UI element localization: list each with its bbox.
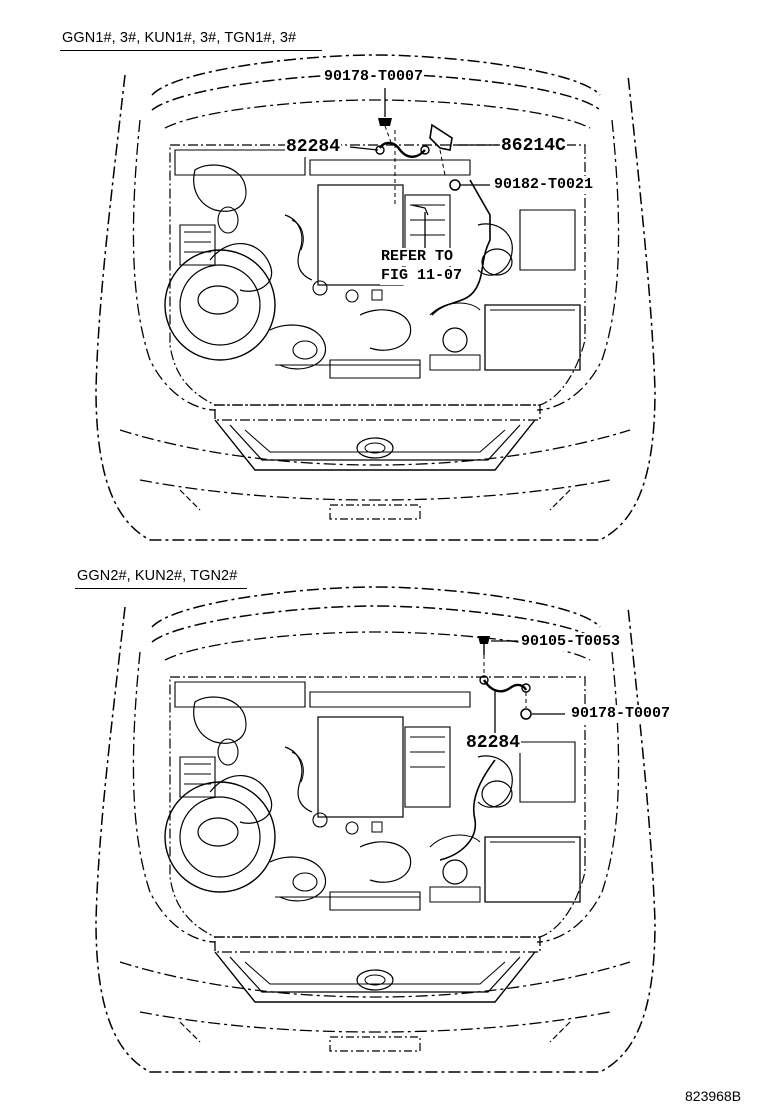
part-label-bottom-strap: 82284 bbox=[465, 733, 522, 753]
bottom-model-header: GGN2#, KUN2#, TGN2# bbox=[77, 568, 238, 584]
refer-note-line2: FIG 11-07 bbox=[380, 267, 464, 285]
illustration-code: 823968B bbox=[685, 1088, 742, 1104]
bottom-vehicle-illustration bbox=[95, 586, 656, 1073]
bottom-parts-callouts bbox=[439, 636, 565, 861]
top-parts-callouts bbox=[349, 88, 498, 316]
part-label-top-bolt: 90178-T0007 bbox=[323, 68, 425, 86]
refer-note-line1: REFER TO bbox=[380, 248, 455, 266]
top-header-rule bbox=[60, 50, 322, 51]
part-label-top-bracket: 86214C bbox=[500, 136, 567, 156]
top-vehicle-illustration bbox=[95, 54, 656, 541]
top-model-header: GGN1#, 3#, KUN1#, 3#, TGN1#, 3# bbox=[62, 30, 297, 46]
part-label-top-strap: 82284 bbox=[285, 137, 342, 157]
part-label-top-nut: 90182-T0021 bbox=[493, 176, 595, 194]
part-label-bottom-bolt: 90105-T0053 bbox=[520, 633, 622, 651]
part-label-bottom-nut: 90178-T0007 bbox=[570, 705, 672, 723]
bottom-header-rule bbox=[75, 588, 247, 589]
